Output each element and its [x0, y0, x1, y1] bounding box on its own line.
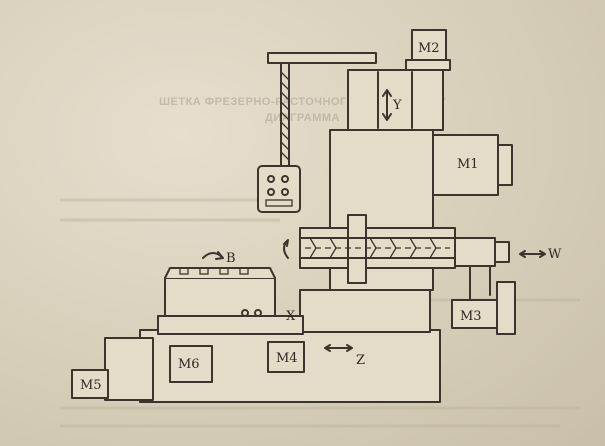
- motor-m2: M2: [405, 29, 451, 71]
- m1-label: M1: [457, 157, 479, 172]
- axis-y-label: Y: [392, 98, 402, 113]
- motor-m3: M3: [451, 265, 516, 335]
- m2-label: M2: [418, 41, 440, 56]
- axis-z-label: Z: [356, 353, 365, 368]
- motor-m1: M1: [432, 134, 513, 196]
- motor-m6: M6: [169, 345, 213, 383]
- axis-w-label: W: [548, 247, 562, 262]
- rotary-table: B X: [157, 251, 304, 335]
- pendant-control-box: [257, 165, 301, 213]
- pendant-arm: [267, 52, 377, 166]
- axis-x-label: X: [286, 309, 296, 324]
- m4-label: M4: [276, 351, 298, 366]
- spindle: W: [283, 214, 562, 284]
- motor-m4: M4: [267, 341, 305, 373]
- m3-label: M3: [460, 309, 482, 324]
- left-carriage: M5: [71, 337, 154, 401]
- m5-label: M5: [80, 378, 102, 393]
- m6-label: M6: [178, 357, 200, 372]
- axis-b-label: B: [226, 251, 236, 266]
